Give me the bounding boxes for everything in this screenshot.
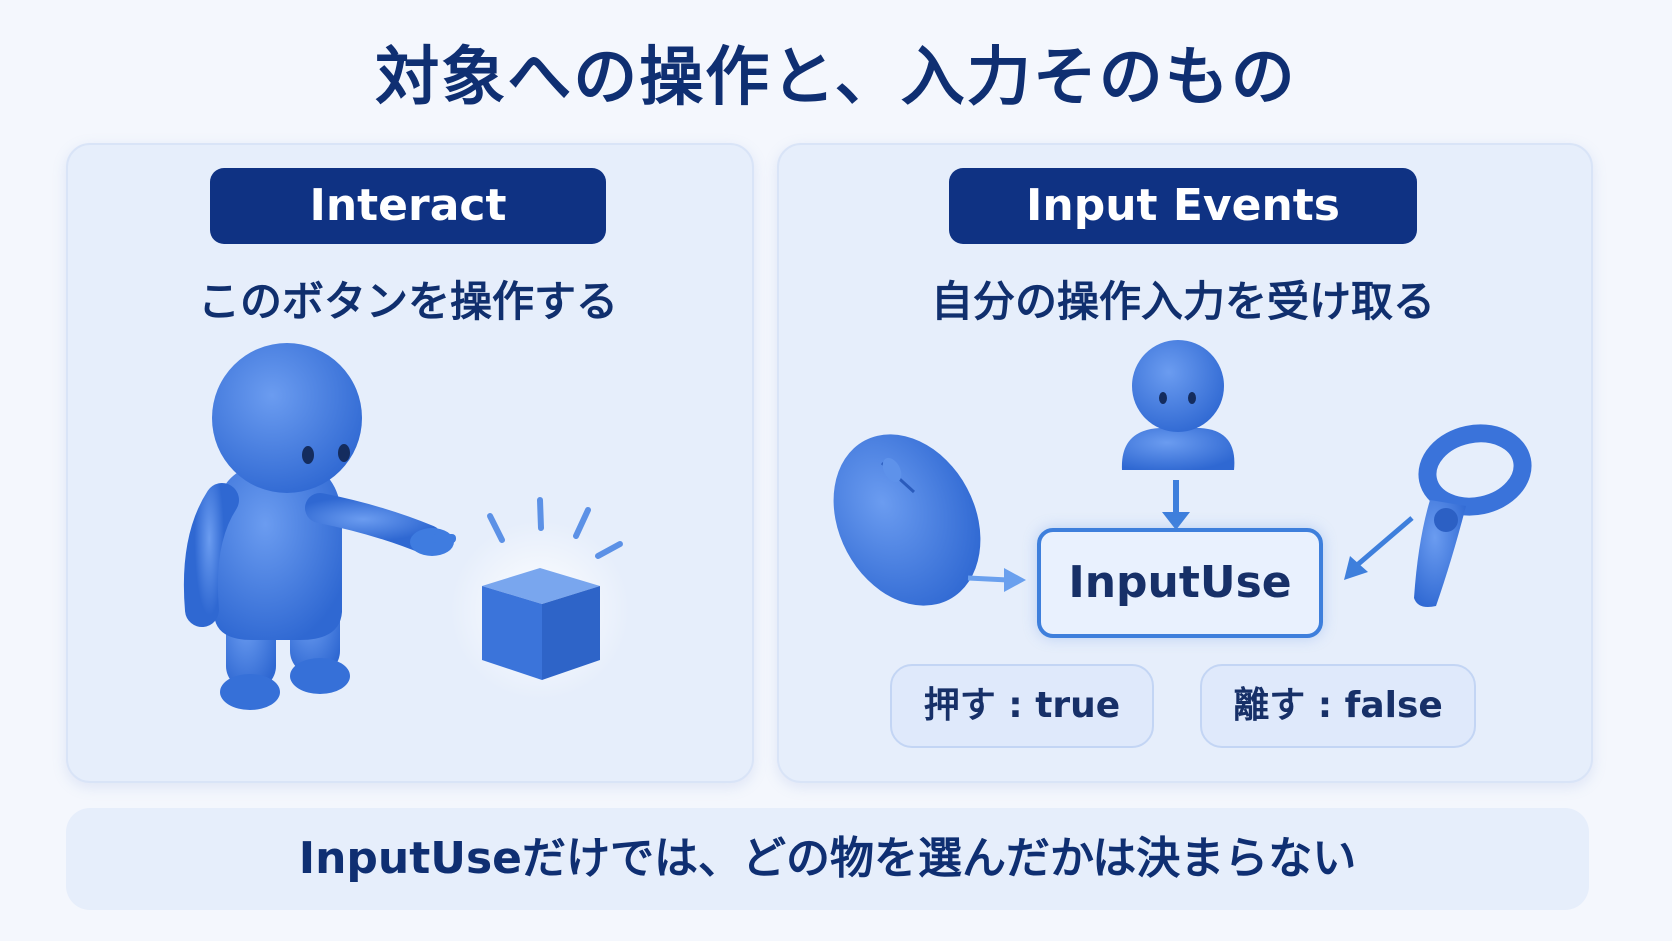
cube-button-icon	[450, 497, 630, 700]
figure-small-icon	[1121, 340, 1235, 470]
footer-note: InputUseだけでは、どの物を選んだかは決まらない	[66, 808, 1589, 910]
mouse-icon	[833, 434, 981, 606]
input-events-heading: Input Events	[949, 168, 1417, 244]
arrow-left-icon	[1344, 516, 1414, 580]
press-state-chip: 押す : true	[890, 664, 1154, 748]
input-events-subtitle: 自分の操作入力を受け取る	[930, 277, 1435, 326]
vr-controller-icon	[1414, 424, 1532, 607]
page-title: 対象への操作と、入力そのもの	[375, 41, 1297, 115]
interact-panel	[66, 143, 754, 783]
arrow-down-icon	[1162, 480, 1190, 530]
release-state-chip: 離す : false	[1200, 664, 1476, 748]
interact-subtitle: このボタンを操作する	[197, 277, 618, 326]
inputuse-box: InputUse	[1037, 528, 1323, 638]
figure-pointing-icon	[183, 343, 456, 710]
interact-heading: Interact	[210, 168, 606, 244]
arrow-right-icon	[967, 568, 1026, 592]
